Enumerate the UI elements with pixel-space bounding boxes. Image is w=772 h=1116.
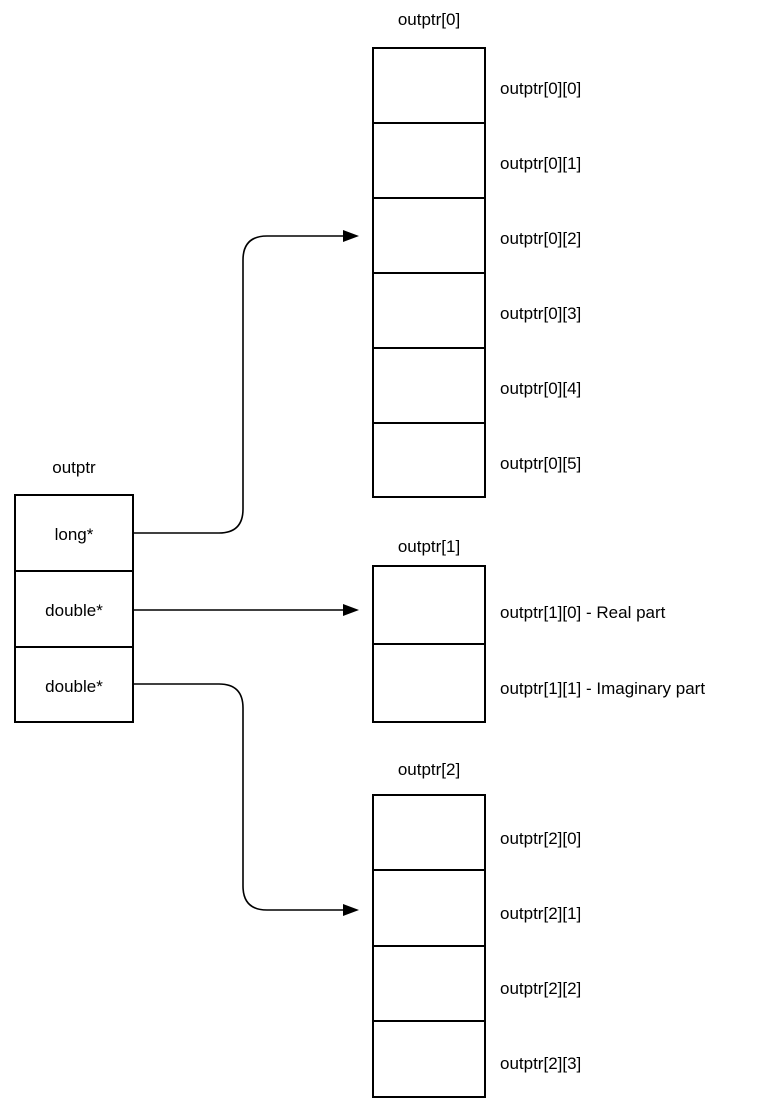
- arrow-head-outptr2: [343, 904, 359, 916]
- array-cell-label-outptr2-2: outptr[2][2]: [500, 979, 582, 998]
- array-box-outptr1: [372, 565, 486, 723]
- array-cell-label-outptr0-5: outptr[0][5]: [500, 454, 582, 473]
- root-struct-title: outptr: [52, 458, 96, 477]
- array-title-outptr1: outptr[1]: [397, 537, 461, 556]
- array-title-outptr2: outptr[2]: [397, 760, 461, 779]
- root-struct-cell-long: long*: [54, 525, 94, 544]
- root-struct-cell-double-0: double*: [45, 601, 103, 620]
- arrow-head-outptr0: [343, 230, 359, 242]
- connector-double-to-outptr2: [133, 683, 359, 916]
- root-struct-box: [14, 494, 134, 723]
- array-cell-label-outptr0-4: outptr[0][4]: [500, 379, 582, 398]
- connector-double-to-outptr1: [133, 604, 359, 616]
- array-cell-label-outptr0-1: outptr[0][1]: [500, 154, 582, 173]
- array-cell-label-outptr2-1: outptr[2][1]: [500, 904, 582, 923]
- array-cell-label-outptr1-0: outptr[1][0] - Real part: [500, 603, 666, 622]
- array-cell-label-outptr2-0: outptr[2][0]: [500, 829, 582, 848]
- arrow-head-outptr1: [343, 604, 359, 616]
- array-cell-label-outptr0-2: outptr[0][2]: [500, 229, 582, 248]
- array-cell-label-outptr0-3: outptr[0][3]: [500, 304, 582, 323]
- array-cell-label-outptr2-3: outptr[2][3]: [500, 1054, 582, 1073]
- array-cell-label-outptr1-1: outptr[1][1] - Imaginary part: [500, 679, 706, 698]
- root-struct-cell-double-1: double*: [45, 677, 103, 696]
- array-cell-label-outptr0-0: outptr[0][0]: [500, 79, 582, 98]
- array-box-outptr0: [372, 47, 486, 498]
- array-box-outptr2: [372, 794, 486, 1098]
- array-title-outptr0: outptr[0]: [397, 10, 461, 29]
- connector-long-to-outptr0: [133, 230, 359, 534]
